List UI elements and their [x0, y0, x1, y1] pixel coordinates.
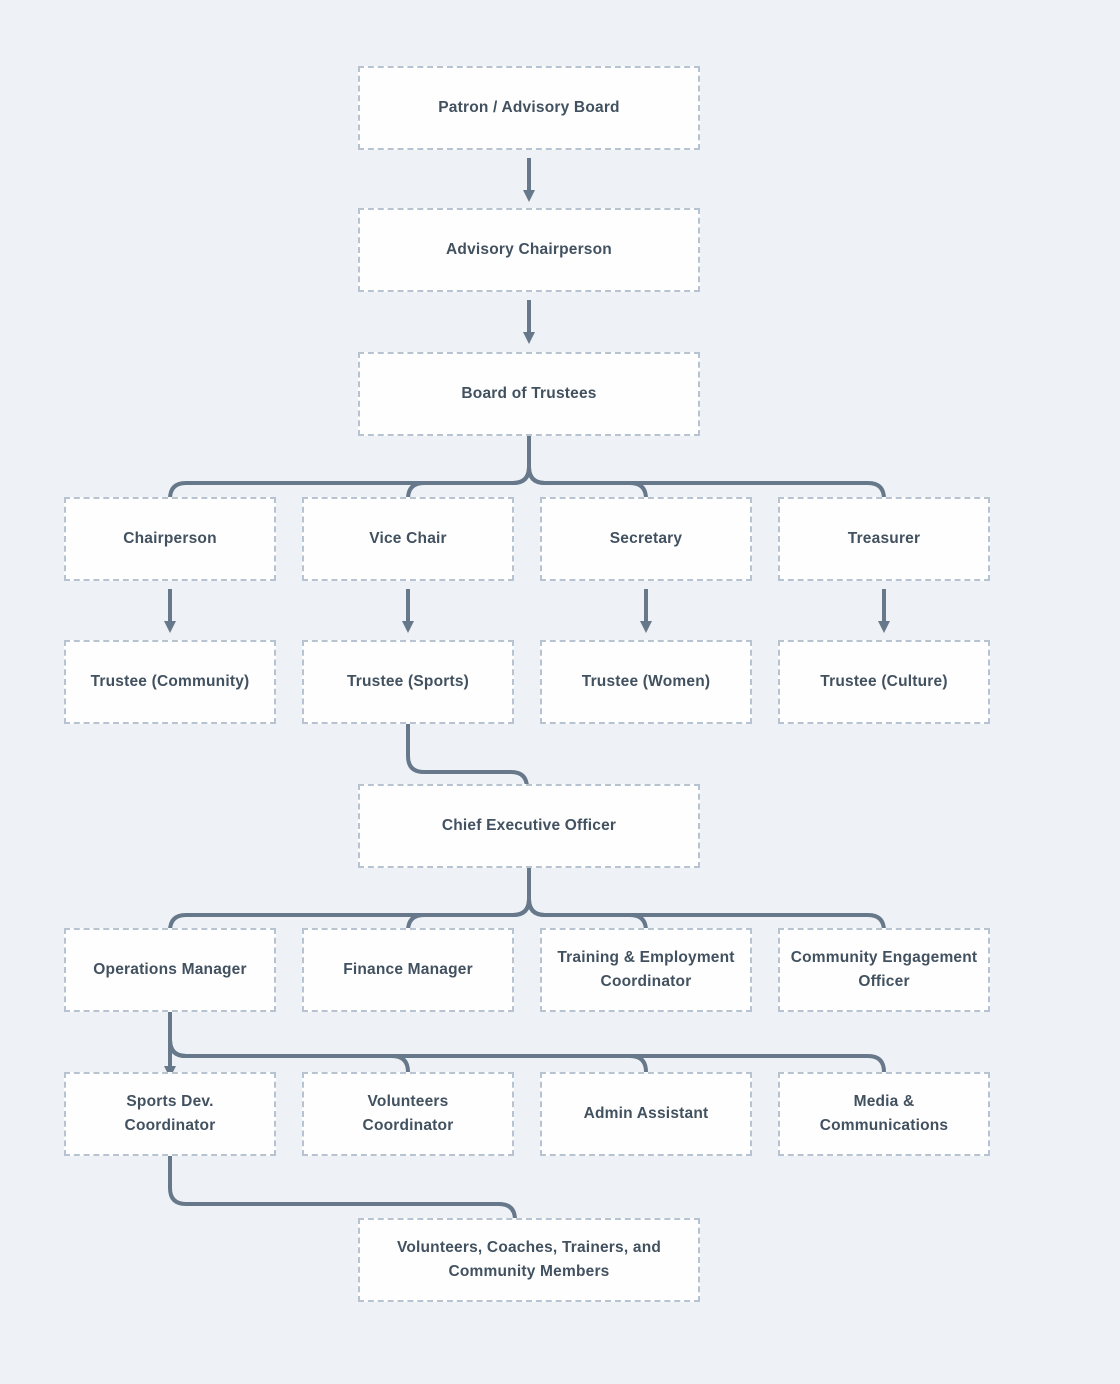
node-training-employment-coordinator: Training & Employment Coordinator [540, 928, 752, 1012]
edge-operations-volunteers-coordinator [168, 1012, 414, 1084]
node-chairperson: Chairperson [64, 497, 276, 581]
edge-board-vice-chair [402, 436, 531, 515]
edge-sports-dev-community-members [168, 1156, 521, 1234]
node-trustee-sports: Trustee (Sports) [302, 640, 514, 724]
node-trustee-culture: Trustee (Culture) [778, 640, 990, 724]
node-board-of-trustees: Board of Trustees [358, 352, 700, 436]
node-volunteers-coordinator: Volunteers Coordinator [302, 1072, 514, 1156]
edge-board-chairperson [164, 436, 531, 515]
edge-ceo-training-employment-coordinator [527, 868, 652, 946]
node-finance-manager: Finance Manager [302, 928, 514, 1012]
node-sports-dev-coordinator: Sports Dev. Coordinator [64, 1072, 276, 1156]
node-operations-manager: Operations Manager [64, 928, 276, 1012]
node-trustee-community: Trustee (Community) [64, 640, 276, 724]
node-community-members: Volunteers, Coaches, Trainers, and Commu… [358, 1218, 700, 1302]
edge-ceo-community-engagement-officer [527, 868, 890, 946]
edge-board-treasurer [527, 436, 890, 515]
node-media-communications: Media & Communications [778, 1072, 990, 1156]
edge-board-secretary [527, 436, 652, 515]
node-chief-executive-officer: Chief Executive Officer [358, 784, 700, 868]
node-treasurer: Treasurer [778, 497, 990, 581]
edge-ceo-operations-manager [164, 868, 531, 946]
node-trustee-women: Trustee (Women) [540, 640, 752, 724]
node-community-engagement-officer: Community Engagement Officer [778, 928, 990, 1012]
node-advisory-chairperson: Advisory Chairperson [358, 208, 700, 292]
edge-ceo-finance-manager [402, 868, 531, 946]
node-patron-advisory-board: Patron / Advisory Board [358, 66, 700, 150]
node-vice-chair: Vice Chair [302, 497, 514, 581]
node-admin-assistant: Admin Assistant [540, 1072, 752, 1156]
edge-operations-media-communications [168, 1012, 890, 1084]
edge-trustee-sports-ceo [406, 724, 533, 804]
node-secretary: Secretary [540, 497, 752, 581]
